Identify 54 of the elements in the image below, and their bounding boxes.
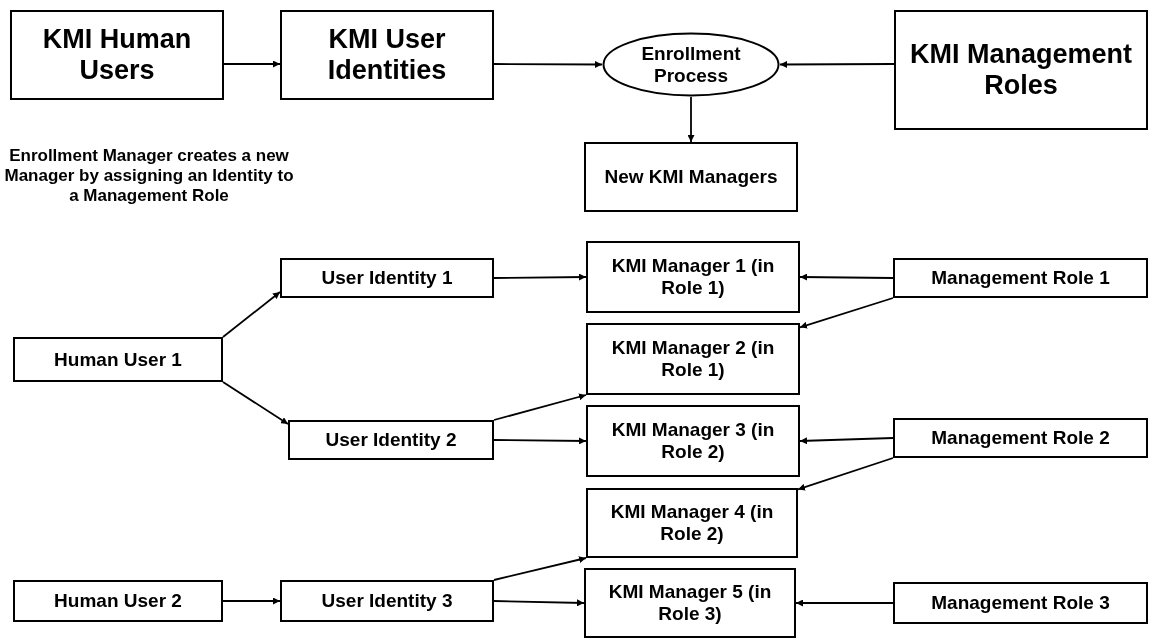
node-label: Enrollment Process: [640, 42, 742, 87]
node-label: KMI Management Roles: [909, 39, 1133, 101]
arrow: [687, 96, 695, 143]
arrow: [222, 381, 289, 425]
arrow: [799, 273, 894, 281]
process-box: [10, 10, 224, 100]
arrow: [779, 60, 895, 68]
process-box: [893, 582, 1148, 624]
node-label: New KMI Managers: [603, 166, 779, 188]
node-label: KMI Manager 1 (in Role 1): [610, 255, 776, 299]
arrow: [493, 273, 587, 281]
process-box: [894, 10, 1148, 130]
node-label: Management Role 2: [930, 427, 1111, 449]
node-label: User Identity 2: [324, 429, 458, 451]
process-box: [584, 142, 798, 212]
node-label: KMI Human Users: [41, 24, 193, 86]
node-label: Human User 1: [53, 348, 183, 371]
process-box: [586, 405, 800, 477]
arrow: [493, 556, 587, 581]
process-box: [586, 323, 800, 395]
process-box: [13, 580, 223, 622]
process-box: [893, 258, 1148, 298]
process-box: [280, 10, 494, 100]
arrow: [493, 599, 585, 607]
arrow: [799, 297, 894, 329]
process-box: [288, 420, 494, 460]
process-box: [586, 241, 800, 313]
arrow: [493, 60, 603, 68]
arrow: [493, 393, 587, 421]
process-ellipse: [602, 32, 780, 97]
arrow: [222, 597, 281, 605]
node-label: Management Role 3: [930, 592, 1111, 614]
arrow: [493, 437, 587, 445]
node-label: Human User 2: [53, 590, 183, 612]
node-label: Management Role 1: [930, 267, 1111, 289]
arrow: [797, 457, 894, 491]
process-box: [584, 568, 796, 638]
arrow: [799, 437, 894, 445]
node-label: User Identity 1: [320, 267, 454, 289]
node-label: KMI Manager 2 (in Role 1): [610, 337, 776, 381]
node-label: KMI Manager 3 (in Role 2): [610, 419, 776, 463]
process-box: [893, 418, 1148, 458]
process-box: [280, 258, 494, 298]
arrow: [223, 60, 281, 68]
process-box: [586, 488, 798, 558]
node-label: KMI Manager 5 (in Role 3): [607, 581, 773, 625]
note-text: Enrollment Manager creates a new Manager by assigning an Identity to a Management Role: [4, 146, 294, 206]
arrow: [222, 291, 281, 338]
arrow: [795, 599, 894, 607]
node-label: KMI Manager 4 (in Role 2): [609, 501, 775, 545]
process-box: [13, 337, 223, 382]
node-label: User Identity 3: [320, 590, 454, 612]
node-label: KMI User Identities: [326, 24, 448, 86]
process-box: [280, 580, 494, 622]
